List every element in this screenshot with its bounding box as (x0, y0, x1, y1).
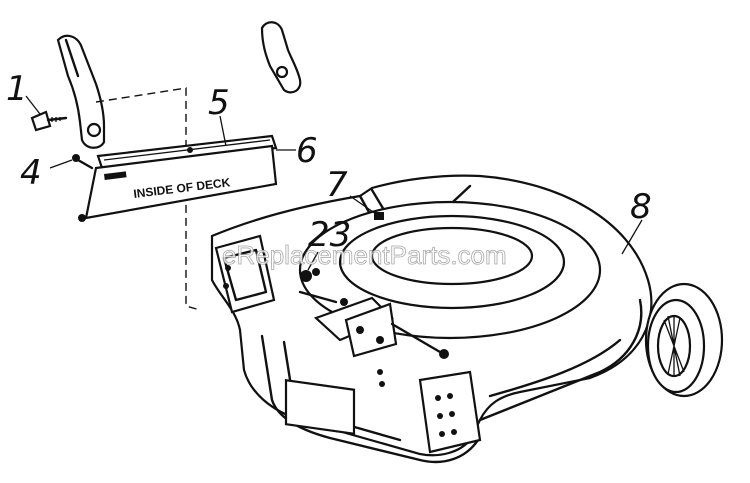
leader-line-8 (621, 219, 643, 255)
callout-5: 5 (208, 83, 230, 123)
leader-line-7 (349, 195, 377, 215)
callout-6: 6 (296, 131, 318, 171)
handle-arm-left (56, 34, 106, 149)
leader-line-5 (219, 115, 227, 147)
height-adjuster-part-7 (298, 212, 449, 359)
deflector-plate-part-6: INSIDE OF DECK (78, 144, 278, 222)
leader-line-23 (307, 251, 319, 271)
spring-part-23 (300, 268, 348, 306)
callout-23: 23 (308, 215, 351, 255)
watermark-text: eReplacementParts.com (222, 240, 507, 270)
screw-part-4 (72, 154, 94, 170)
bolt-part-1 (30, 110, 68, 132)
leader-line-1 (25, 95, 41, 115)
callout-7: 7 (326, 165, 348, 205)
rear-wheel (644, 282, 724, 398)
deflector-rod-part-5 (96, 134, 278, 170)
mower-deck-part-8 (210, 174, 653, 464)
callout-4: 4 (20, 153, 42, 193)
callout-8: 8 (630, 187, 652, 227)
leader-line-4 (49, 159, 73, 169)
handle-arm-right (260, 21, 302, 94)
callout-1: 1 (6, 69, 28, 109)
